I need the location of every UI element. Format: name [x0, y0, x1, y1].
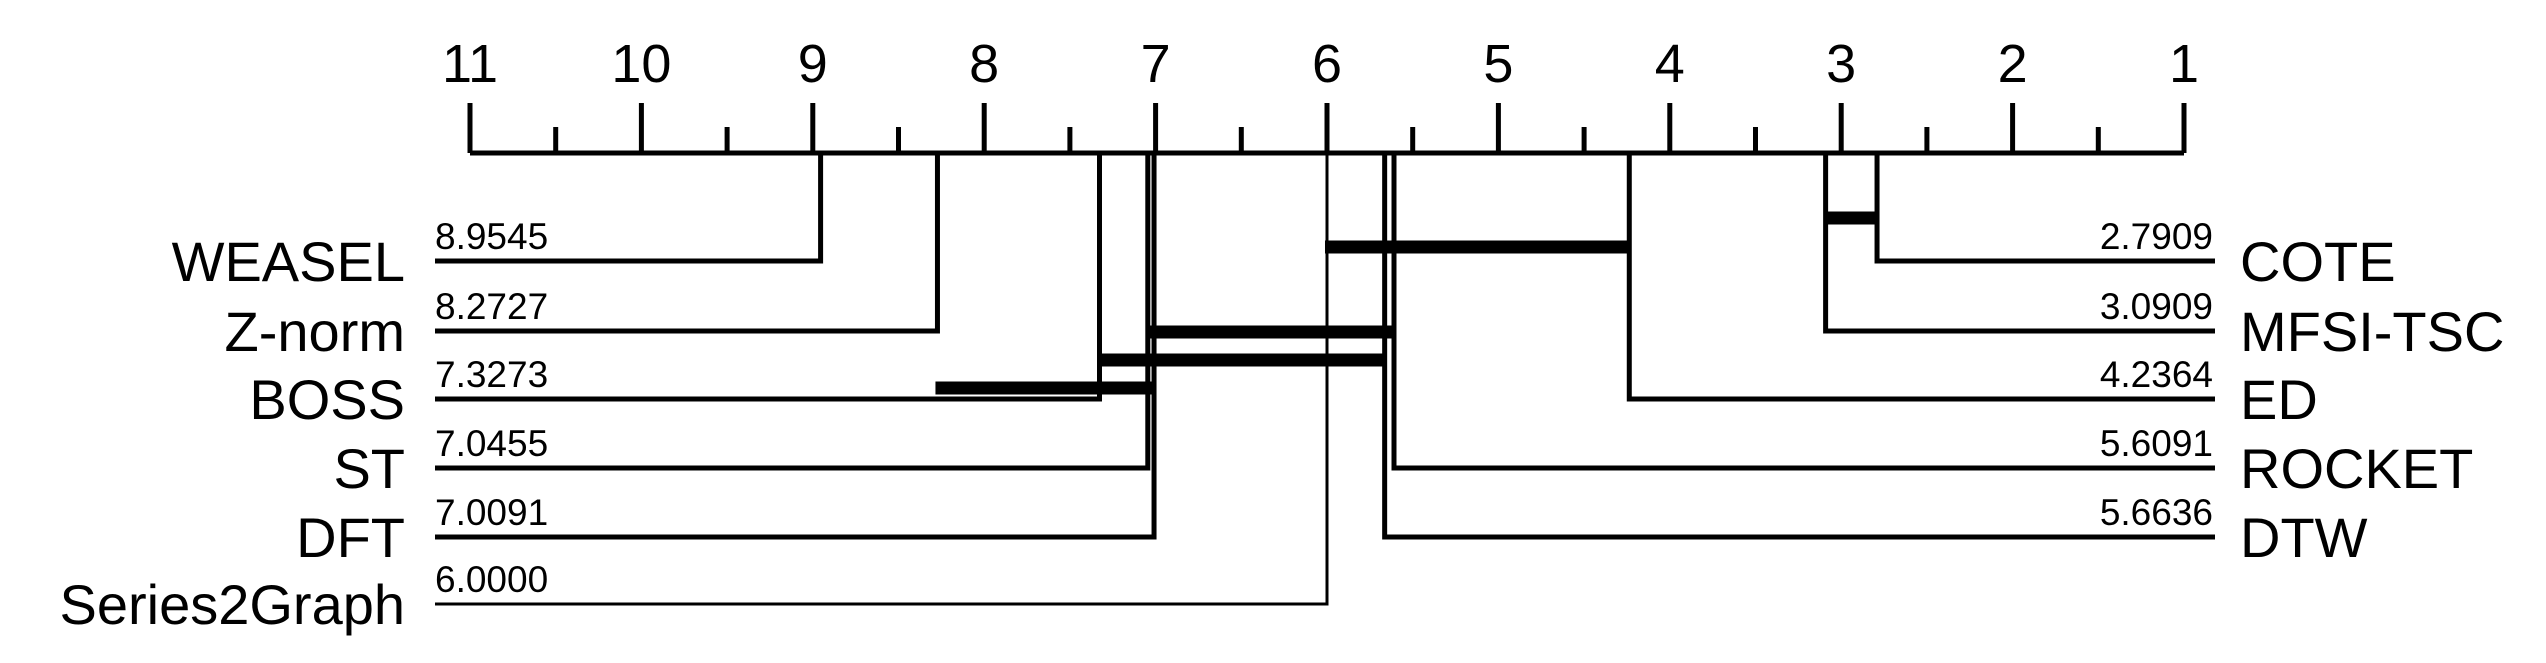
axis-tick-label: 5 — [1483, 34, 1513, 94]
method-name: ROCKET — [2240, 437, 2473, 500]
method-rank-value: 4.2364 — [2100, 354, 2213, 395]
method-lines: 8.9545 WEASEL 8.2727 Z-norm 7.3273 BOSS 7.0455… — [59, 153, 2504, 636]
method-line-left — [435, 153, 824, 264]
axis-tick-label: 3 — [1826, 34, 1856, 94]
method-line-right — [1823, 153, 2215, 334]
method-name: BOSS — [249, 368, 405, 431]
method-line-right — [1391, 153, 2215, 471]
method-name: ED — [2240, 368, 2318, 431]
axis-tick-label: 8 — [969, 34, 999, 94]
method-name: Z-norm — [225, 300, 405, 363]
axis-tick-label: 11 — [442, 34, 498, 94]
method-rank-value: 5.6091 — [2100, 423, 2213, 464]
clique-bars — [935, 211, 1880, 395]
method-name: DTW — [2240, 506, 2368, 569]
method-rank-value: 7.3273 — [435, 354, 548, 395]
method-name: Series2Graph — [59, 573, 405, 636]
axis-tick-label: 10 — [611, 34, 671, 94]
method-rank-value: 8.2727 — [435, 286, 548, 327]
method-name: WEASEL — [172, 230, 405, 293]
method-rank-value: 2.7909 — [2100, 216, 2213, 257]
method-line-left — [435, 153, 940, 334]
axis-tick-label: 9 — [798, 34, 828, 94]
method-rank-value: 3.0909 — [2100, 286, 2213, 327]
method-name: MFSI-TSC — [2240, 300, 2504, 363]
method-name: DFT — [296, 506, 405, 569]
method-name: COTE — [2240, 230, 2396, 293]
axis-tick-label: 1 — [2169, 34, 2199, 94]
method-line-right — [1874, 153, 2215, 264]
method-rank-value: 5.6636 — [2100, 492, 2213, 533]
method-line-left — [435, 153, 1151, 471]
method-line-left — [435, 153, 1157, 540]
method-line-right — [1382, 153, 2215, 540]
method-line-left — [435, 153, 1103, 402]
method-rank-value: 7.0091 — [435, 492, 548, 533]
axis-tick-label: 6 — [1312, 34, 1342, 94]
method-line-right — [1626, 153, 2215, 402]
axis-tick-label: 7 — [1141, 34, 1171, 94]
method-rank-value: 7.0455 — [435, 423, 548, 464]
axis-tick-label: 2 — [1998, 34, 2028, 94]
rank-axis: 11 10 9 8 7 6 5 4 3 2 1 — [442, 34, 2199, 156]
axis-tick-label: 4 — [1655, 34, 1685, 94]
method-rank-value: 8.9545 — [435, 216, 548, 257]
method-line-left — [435, 153, 1329, 606]
method-rank-value: 6.0000 — [435, 559, 548, 600]
method-name: ST — [333, 437, 405, 500]
